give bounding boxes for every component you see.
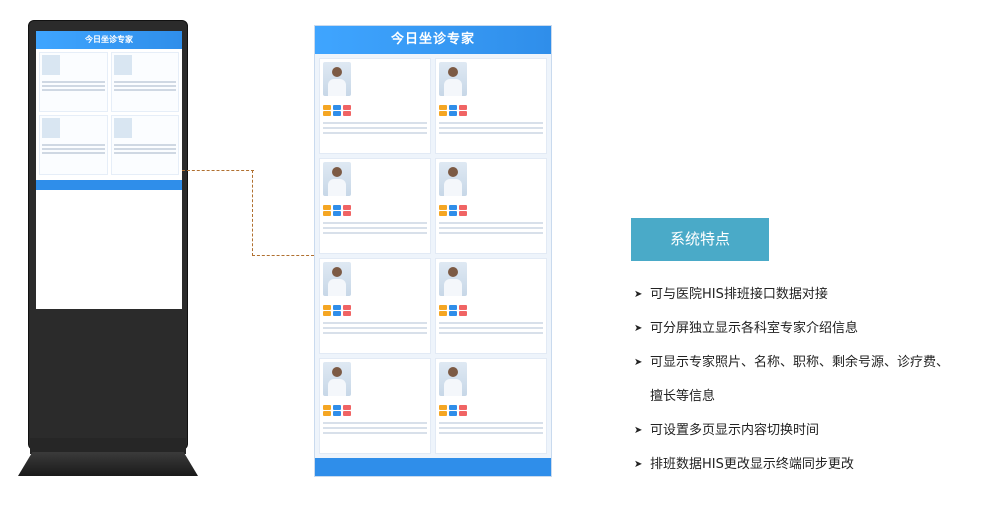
feature-item: ➤可与医院HIS排班接口数据对接 [634, 278, 994, 312]
kiosk-footer-bar [36, 180, 182, 190]
doctor-photo [323, 362, 351, 396]
arrow-icon: ➤ [634, 323, 643, 334]
doctor-card [435, 258, 547, 354]
screen-title: 今日坐诊专家 [315, 26, 551, 54]
feature-item: ➤可分屏独立显示各科室专家介绍信息 [634, 312, 994, 346]
arrow-icon: ➤ [634, 357, 643, 368]
doctor-card [319, 58, 431, 154]
screen-footer-bar [315, 458, 551, 476]
feature-item-continuation: 擅长等信息 [650, 389, 716, 404]
kiosk-base [18, 452, 198, 476]
mini-card [110, 115, 179, 175]
doctor-card-grid [315, 54, 551, 458]
doctor-photo [323, 62, 351, 96]
kiosk-screen: 今日坐诊专家 [36, 31, 182, 309]
doctor-card [435, 58, 547, 154]
doctor-photo [323, 262, 351, 296]
doctor-photo [439, 362, 467, 396]
kiosk-mini-grid [36, 49, 182, 178]
doctor-card [319, 158, 431, 254]
doctor-card [435, 158, 547, 254]
doctor-photo [323, 162, 351, 196]
doctor-photo [439, 62, 467, 96]
doctor-photo [439, 262, 467, 296]
feature-item: ➤排班数据HIS更改显示终端同步更改 [634, 448, 994, 482]
doctor-card [319, 258, 431, 354]
mini-card [39, 52, 108, 112]
feature-item: ➤可显示专家照片、名称、职称、剩余号源、诊疗费、 [634, 346, 994, 380]
connector-top [182, 170, 254, 171]
mini-card [39, 115, 108, 175]
arrow-icon: ➤ [634, 289, 643, 300]
features-title: 系统特点 [631, 218, 769, 261]
doctor-photo [439, 162, 467, 196]
connector-bottom [252, 255, 314, 256]
feature-item: ➤可设置多页显示内容切换时间 [634, 414, 994, 448]
doctor-card [319, 358, 431, 454]
kiosk-stand [30, 438, 186, 454]
features-list: ➤可与医院HIS排班接口数据对接 ➤可分屏独立显示各科室专家介绍信息 ➤可显示专… [634, 278, 994, 482]
arrow-icon: ➤ [634, 425, 643, 436]
doctor-card [435, 358, 547, 454]
connector-vertical [252, 170, 253, 256]
kiosk-screen-title: 今日坐诊专家 [36, 31, 182, 49]
screen-preview: 今日坐诊专家 [314, 25, 552, 477]
mini-card [110, 52, 179, 112]
arrow-icon: ➤ [634, 459, 643, 470]
kiosk-device: 今日坐诊专家 [28, 20, 188, 450]
